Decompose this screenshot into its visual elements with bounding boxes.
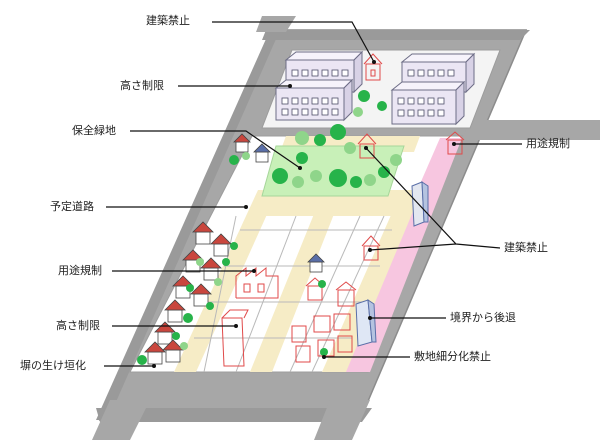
- tree: [350, 176, 362, 188]
- leader-dot: [234, 324, 238, 328]
- tree: [242, 152, 250, 160]
- lot-line: [235, 215, 297, 373]
- label-kenchiku-kinshi-right: 建築禁止: [504, 241, 548, 254]
- label-takasa-seigen-top: 高さ制限: [120, 79, 164, 92]
- tree: [353, 107, 363, 117]
- building-windows: [281, 69, 455, 117]
- house: [253, 143, 271, 163]
- leader-dot: [452, 142, 456, 146]
- house: [190, 283, 212, 307]
- leader-kenchiku-kinshi-top: [212, 21, 375, 63]
- road-exit-bottom: [92, 400, 150, 440]
- lot-line: [311, 215, 385, 373]
- road-exit-right: [462, 120, 600, 140]
- tree: [206, 302, 214, 310]
- houses-left-row: [144, 133, 325, 365]
- restricted-house-right: [445, 131, 465, 155]
- tree: [296, 152, 308, 164]
- restricted-buildings: [221, 53, 465, 367]
- tree: [390, 154, 402, 166]
- tall-outline: [221, 309, 249, 367]
- house: [210, 233, 232, 257]
- house: [233, 133, 251, 153]
- restricted-house-top: [363, 53, 383, 81]
- tree: [292, 176, 304, 188]
- tree: [344, 142, 356, 154]
- label-kenchiku-kinshi-top: 建築禁止: [146, 14, 190, 27]
- planned-road-mid: [250, 214, 334, 372]
- leader-dot: [368, 316, 372, 320]
- label-hei-ikegaki: 塀の生け垣化: [20, 359, 86, 372]
- house: [162, 339, 184, 363]
- leader-dot: [372, 60, 376, 64]
- road-left-outer: [96, 30, 280, 420]
- tree: [196, 258, 204, 266]
- label-yoto-kisei-right: 用途規制: [526, 137, 570, 150]
- leader-dot: [298, 166, 302, 170]
- leader-kenchiku-kinshi-right-b: [369, 243, 457, 251]
- leader-dots: [152, 60, 456, 368]
- tree: [318, 280, 326, 288]
- restricted-house-mid: [357, 133, 377, 159]
- tree: [364, 174, 376, 186]
- label-takasa-seigen-bottom: 高さ制限: [56, 319, 100, 332]
- leader-dot: [252, 269, 256, 273]
- leader-dot: [368, 248, 372, 252]
- tree: [222, 258, 230, 266]
- house: [307, 253, 325, 273]
- tree: [320, 348, 328, 356]
- lot-lines: [194, 215, 392, 373]
- road-top-outer: [262, 30, 530, 40]
- tree: [377, 101, 387, 111]
- leader-dot: [364, 146, 368, 150]
- tree: [180, 342, 188, 350]
- tree: [172, 332, 180, 340]
- label-yoto-kisei-left: 用途規制: [58, 264, 102, 277]
- tree: [230, 242, 238, 250]
- tree: [137, 355, 147, 365]
- trees: [137, 90, 402, 365]
- house: [192, 221, 214, 245]
- tree: [183, 313, 193, 323]
- leader-dot: [322, 355, 326, 359]
- planned-road-right: [322, 190, 422, 372]
- tree: [310, 170, 322, 182]
- tree: [358, 90, 370, 102]
- tree: [314, 134, 326, 146]
- label-kyokai-kotai: 境界から後退: [450, 311, 516, 324]
- road-bottom-outer: [96, 408, 372, 422]
- leader-hozen-ryokuchi: [130, 130, 301, 169]
- lot-line: [203, 215, 237, 373]
- tree: [186, 284, 194, 292]
- subdivided-outlines: [291, 277, 357, 363]
- road-exit-top: [256, 16, 296, 32]
- tree: [330, 124, 346, 140]
- road-exit-bottom-right: [314, 400, 370, 440]
- tree: [229, 155, 239, 165]
- tree: [214, 278, 222, 286]
- house: [164, 299, 186, 323]
- house: [144, 341, 166, 365]
- restricted-house-lower: [361, 235, 381, 261]
- tree: [378, 166, 390, 178]
- leader-lines: [104, 21, 522, 367]
- leader-dot: [244, 205, 248, 209]
- tree: [329, 169, 347, 187]
- tree: [272, 168, 288, 184]
- label-shikichi-saibunka: 敷地細分化禁止: [414, 350, 491, 363]
- label-hozen-ryokuchi: 保全緑地: [72, 124, 116, 137]
- house: [154, 321, 176, 345]
- leader-dot: [152, 364, 156, 368]
- leader-dot: [288, 84, 292, 88]
- label-yotei-doro: 予定道路: [50, 200, 94, 213]
- tree: [295, 131, 309, 145]
